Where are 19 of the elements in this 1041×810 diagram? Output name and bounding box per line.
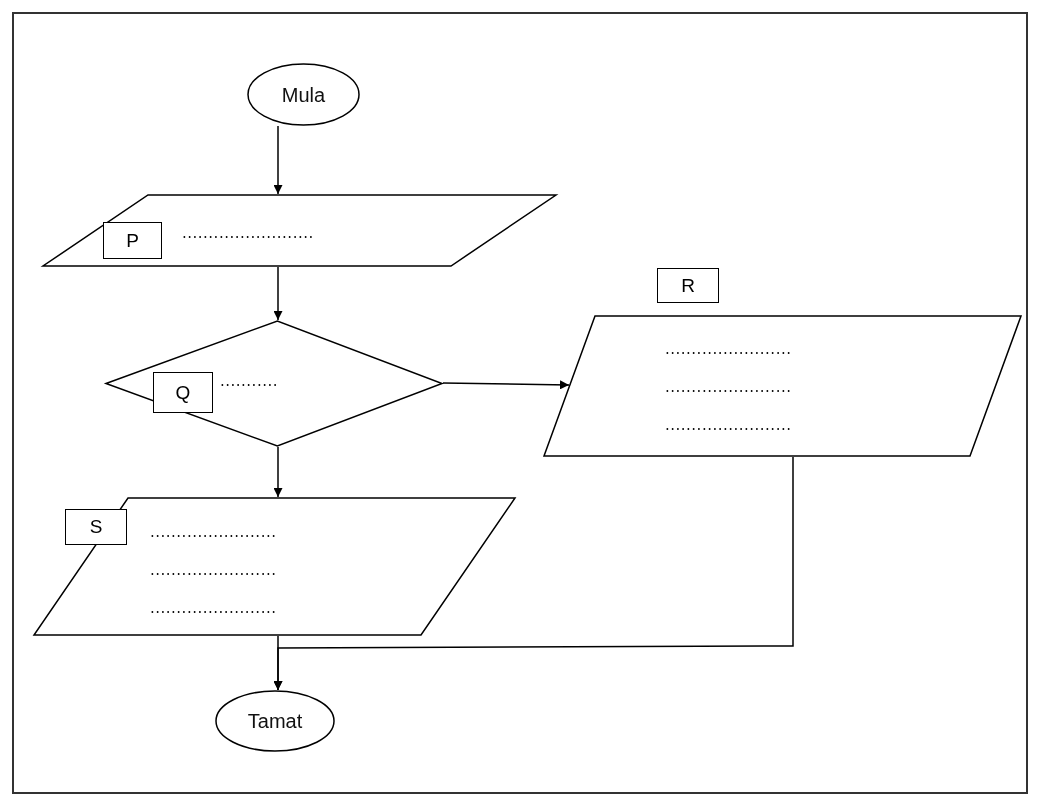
label-box: R (657, 268, 719, 303)
fill-in-line: ........... (220, 372, 278, 390)
fill-in-line: ......................... (182, 224, 314, 242)
fill-in-line: ........................ (665, 416, 792, 434)
fill-in-line: ........................ (150, 561, 277, 579)
arrow (442, 380, 570, 390)
terminal-label: Mula (281, 82, 326, 107)
label-box: S (65, 509, 127, 545)
arrow (273, 266, 283, 321)
arrow (273, 446, 283, 498)
arrow (273, 456, 794, 691)
arrow (273, 125, 283, 195)
terminal-label: Tamat (247, 709, 303, 733)
fill-in-line: ........................ (665, 340, 792, 358)
fill-in-line: ........................ (150, 523, 277, 541)
label-box: P (103, 222, 162, 259)
label-box: Q (153, 372, 213, 413)
fill-in-line: ........................ (150, 599, 277, 617)
fill-in-line: ........................ (665, 378, 792, 396)
